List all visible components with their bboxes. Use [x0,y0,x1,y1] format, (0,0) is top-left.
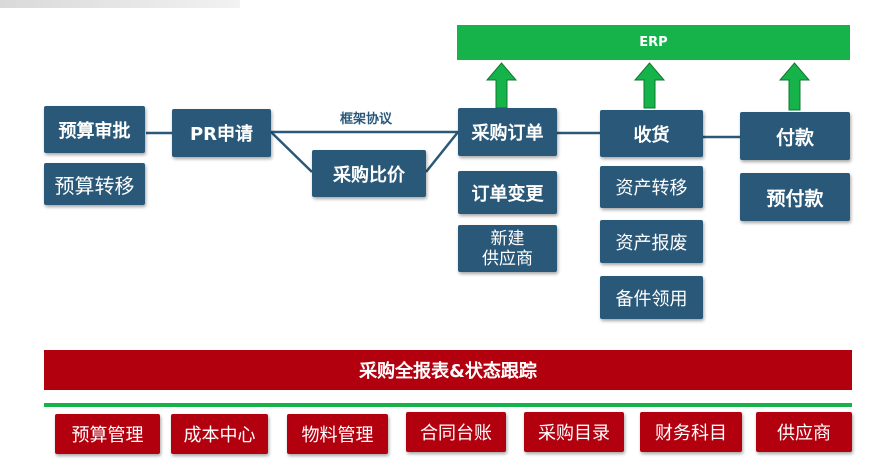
budget-transfer-box: 预算转移 [44,163,145,205]
module-finance-subject: 财务科目 [640,412,742,452]
connector-compare-to-po [425,131,459,173]
report-tracking-bar: 采购全报表&状态跟踪 [44,350,852,390]
new-supplier-box: 新建 供应商 [458,225,557,272]
receiving-box: 收货 [600,110,703,157]
erp-system-bar: ERP [457,25,850,60]
green-divider [44,403,852,407]
connector-pr-to-compare [270,131,313,173]
order-change-box: 订单变更 [458,171,557,214]
module-budget-mgmt: 预算管理 [55,414,160,454]
module-supplier: 供应商 [756,412,852,452]
arrow-up-po-to-erp [485,62,518,109]
arrow-up-pay-to-erp [778,62,811,111]
module-material-mgmt: 物料管理 [287,414,388,454]
asset-transfer-box: 资产转移 [600,166,703,208]
framework-agreement-label: 框架协议 [340,112,393,127]
new-supplier-line2: 供应商 [482,248,533,269]
asset-scrap-box: 资产报废 [600,220,703,263]
pr-request-box: PR申请 [172,109,271,157]
prepayment-box: 预付款 [740,173,850,221]
module-purchase-catalog: 采购目录 [524,412,624,452]
payment-box: 付款 [740,112,850,160]
price-comparison-box: 采购比价 [312,150,426,197]
new-supplier-line1: 新建 [490,228,525,249]
module-cost-center: 成本中心 [171,414,268,454]
top-decoration [0,0,240,8]
module-contract-ledger: 合同台账 [406,412,506,452]
budget-approval-box: 预算审批 [44,106,145,153]
arrow-up-receive-to-erp [633,62,666,109]
spare-parts-box: 备件领用 [600,276,703,319]
purchase-order-box: 采购订单 [458,108,557,156]
